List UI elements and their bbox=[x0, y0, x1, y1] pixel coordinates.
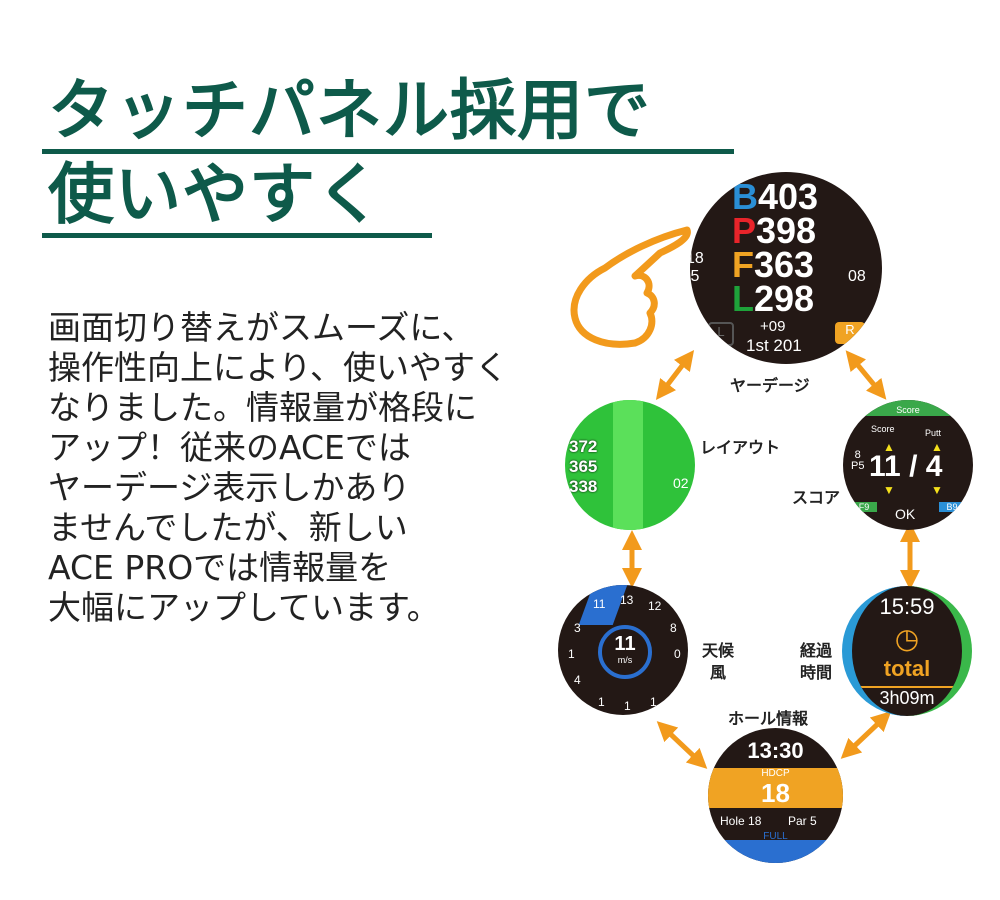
current-time: 15:59 bbox=[879, 594, 935, 619]
hole-number: 18 bbox=[690, 250, 704, 267]
par: P5 bbox=[851, 460, 865, 472]
putt-value: 4 bbox=[925, 450, 943, 483]
right-button[interactable]: R bbox=[835, 322, 865, 344]
arrow bbox=[845, 350, 887, 400]
label-p: P bbox=[732, 210, 757, 251]
wind-tick: 4 bbox=[574, 673, 581, 687]
hdcp-value: 18 bbox=[761, 778, 790, 808]
watch-screen-elapsed[interactable]: 15:59 ◷ total 3h09m bbox=[842, 586, 972, 716]
ok-button[interactable]: OK bbox=[895, 506, 916, 522]
arrow bbox=[840, 711, 892, 759]
hand-pointer-icon bbox=[570, 226, 691, 348]
shot-distance: 1st 201 bbox=[746, 336, 802, 355]
headline-line1: タッチパネル採用で bbox=[48, 72, 651, 149]
total-label: total bbox=[883, 656, 931, 681]
description-line: なりました。情報量が格段に bbox=[48, 388, 477, 427]
wind-unit: m/s bbox=[617, 655, 633, 665]
wind-tick: 1 bbox=[650, 695, 657, 709]
label-weather: 天候 bbox=[702, 641, 735, 660]
arrow bbox=[656, 721, 708, 769]
description: 画面切り替えがスムーズに、 操作性向上により、使いやすく なりました。情報量が格… bbox=[48, 308, 508, 628]
description-line: ACE PROでは情報量を bbox=[48, 548, 392, 587]
clock-icon: ◷ bbox=[894, 623, 920, 654]
battery-bar bbox=[708, 840, 843, 863]
description-line: 画面切り替えがスムーズに、 bbox=[48, 308, 475, 347]
headline-underline bbox=[42, 149, 734, 154]
score-up-icon[interactable]: ▲ bbox=[883, 440, 895, 454]
wind-tick: 1 bbox=[568, 647, 575, 661]
wind-dial bbox=[598, 625, 652, 679]
par: Par 5 bbox=[788, 814, 817, 828]
watch-screen-layout[interactable]: 372 365 338 02 bbox=[565, 400, 695, 530]
watch-screen-hole-info[interactable]: 13:30 HDCP 18 Hole 18 Par 5 FULL bbox=[708, 728, 843, 863]
wind-speed: 11 bbox=[614, 633, 636, 655]
score-label: Score bbox=[871, 424, 895, 434]
distance-3: 338 bbox=[569, 477, 598, 496]
distance-layup: 298 bbox=[754, 278, 815, 319]
hdcp-band bbox=[708, 768, 843, 808]
distance-front: 363 bbox=[754, 244, 815, 285]
battery-status: FULL bbox=[763, 831, 788, 842]
headline-underline bbox=[42, 233, 432, 238]
label-b: B bbox=[732, 176, 758, 217]
putt-up-icon[interactable]: ▲ bbox=[931, 440, 943, 454]
par: 5 bbox=[690, 268, 700, 285]
wind-number: 02 bbox=[673, 475, 689, 491]
wind-tick: 8 bbox=[670, 621, 677, 635]
label-wind: 風 bbox=[710, 663, 727, 682]
wind-tick: 11 bbox=[593, 597, 606, 611]
label-hole-info: ホール情報 bbox=[728, 709, 809, 728]
description-line: 操作性向上により、使いやすく bbox=[48, 348, 509, 387]
current-time: 13:30 bbox=[747, 738, 804, 763]
label-time: 時間 bbox=[800, 663, 833, 682]
arrow bbox=[655, 350, 695, 400]
wind-tick: 12 bbox=[648, 599, 662, 613]
elevation: +09 bbox=[760, 318, 786, 335]
wind-number: 08 bbox=[848, 268, 866, 285]
putt-down-icon[interactable]: ▼ bbox=[931, 483, 943, 497]
separator: / bbox=[909, 450, 918, 483]
putt-label: Putt bbox=[925, 428, 942, 438]
wind-tick: 0 bbox=[674, 647, 681, 661]
description-line: ませんでしたが、新しい bbox=[48, 508, 408, 547]
distance-back: 403 bbox=[758, 176, 819, 217]
label-score: スコア bbox=[792, 488, 841, 507]
watch-screen-wind[interactable]: 11 m/s 11 13 12 8 0 1 1 1 4 1 3 bbox=[558, 585, 688, 715]
label-layout: レイアウト bbox=[700, 438, 781, 457]
wind-tick: 1 bbox=[624, 699, 631, 713]
label-yardage: ヤーデージ bbox=[730, 376, 810, 395]
wind-tick: 3 bbox=[574, 621, 581, 635]
label-f: F bbox=[732, 244, 754, 285]
score-down-icon[interactable]: ▼ bbox=[883, 483, 895, 497]
score-header: Score bbox=[843, 400, 973, 416]
hole-number: Hole 18 bbox=[720, 814, 762, 828]
hdcp-label: HDCP bbox=[761, 768, 790, 779]
distance-pin: 398 bbox=[756, 210, 817, 251]
distance-1: 372 bbox=[569, 437, 598, 456]
elapsed-duration: 3h09m bbox=[852, 686, 962, 709]
b9-button[interactable]: B9 bbox=[939, 502, 965, 512]
label-elapsed: 経過 bbox=[800, 641, 833, 660]
headline-line2: 使いやすく bbox=[48, 156, 383, 233]
description-line: 大幅にアップしています。 bbox=[48, 588, 440, 627]
wind-tick: 13 bbox=[620, 593, 634, 607]
description-line: アップ！従来のACEでは bbox=[48, 428, 411, 467]
fairway bbox=[613, 400, 643, 530]
label-l: L bbox=[732, 278, 754, 319]
score-value: 11 bbox=[869, 450, 901, 483]
left-button[interactable]: L bbox=[708, 322, 734, 346]
description-line: ヤーデージ表示しかあり bbox=[48, 468, 411, 507]
distance-2: 365 bbox=[569, 457, 598, 476]
hole-number: 8 bbox=[854, 449, 861, 461]
wind-tick: 1 bbox=[598, 695, 605, 709]
f9-button[interactable]: F9 bbox=[851, 502, 877, 512]
